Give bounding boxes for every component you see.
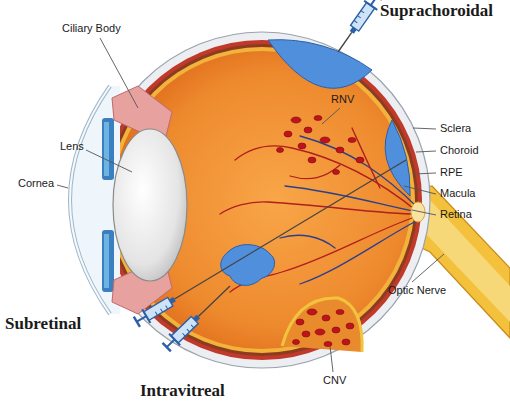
part-label: Ciliary Body	[62, 22, 121, 35]
leader-lines	[57, 38, 444, 372]
subretinal-bleb	[385, 120, 410, 196]
choroid	[116, 40, 422, 360]
intravitreal-bleb	[221, 245, 275, 286]
iris-highlight	[104, 122, 109, 176]
route-label: Subretinal	[5, 314, 81, 334]
part-label: Lens	[60, 140, 84, 153]
part-label: Sclera	[440, 122, 471, 135]
iris	[102, 230, 114, 292]
sclera	[94, 32, 430, 368]
part-label: Choroid	[440, 144, 479, 157]
rpe	[116, 44, 418, 356]
lens	[113, 129, 187, 281]
route-label: Intravitreal	[140, 381, 225, 401]
part-label: CNV	[323, 374, 346, 387]
intravitreal-syringe	[161, 280, 235, 353]
iris-highlight	[104, 234, 109, 288]
suprachoroidal-syringe	[331, 0, 383, 57]
iris	[102, 118, 114, 180]
part-label: Optic Nerve	[388, 284, 446, 297]
part-label: Retina	[440, 208, 472, 221]
ciliary-body	[112, 86, 172, 136]
route-label: Suprachoroidal	[380, 1, 493, 21]
part-label: RNV	[331, 93, 354, 106]
retina	[116, 47, 415, 353]
rnv-cluster	[277, 116, 365, 175]
cnv-cluster	[293, 309, 355, 347]
part-label: Macula	[440, 187, 475, 200]
subretinal-syringe	[133, 153, 410, 328]
part-label: Cornea	[18, 177, 54, 190]
cnv-detachment	[282, 298, 362, 352]
part-label: RPE	[440, 166, 463, 179]
suprachoroidal-bleb	[268, 40, 372, 89]
optic-nerve	[405, 186, 510, 338]
